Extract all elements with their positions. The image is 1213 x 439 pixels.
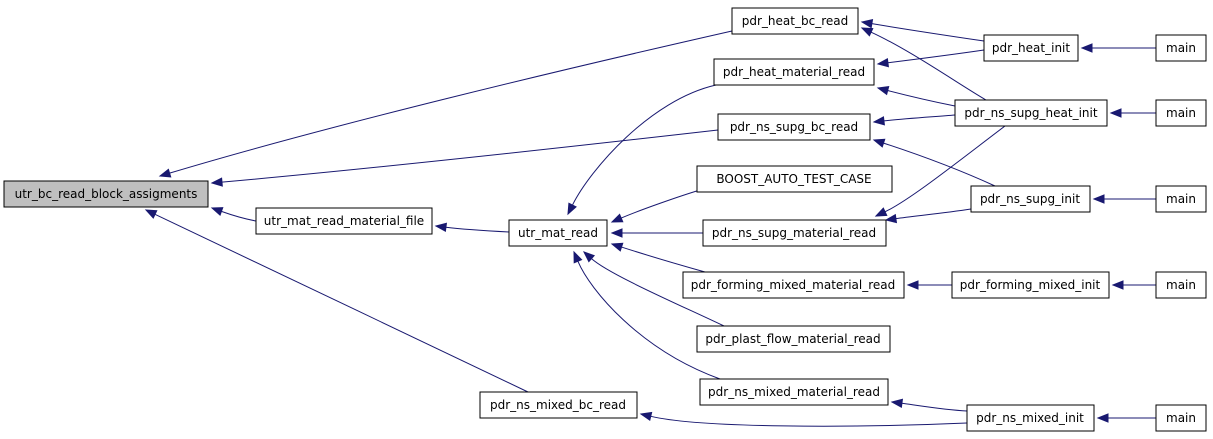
node-pdr-ns-mixed-bc-read[interactable]: pdr_ns_mixed_bc_read	[479, 391, 638, 419]
arrowhead-pdr-ns-mixed-init-to-pdr-ns-mixed-material-read	[890, 398, 904, 409]
edge-pdr-forming-mixed-material-read-to-utr-mat-read	[621, 246, 706, 273]
edge-utr-mat-read-material-file-to-root	[221, 210, 257, 222]
node-pdr-heat-bc-read[interactable]: pdr_heat_bc_read	[731, 7, 859, 35]
arrowhead-pdr-heat-init-to-pdr-heat-material-read	[876, 57, 890, 68]
svg-text:main: main	[1166, 41, 1196, 55]
edge-pdr-ns-supg-heat-init-to-pdr-ns-supg-material-read	[884, 125, 1006, 213]
arrowhead-pdr-forming-mixed-init-to-pdr-forming-mixed-material-read	[906, 280, 919, 290]
svg-text:main: main	[1166, 278, 1196, 292]
node-main-4[interactable]: main	[1155, 271, 1207, 299]
svg-text:BOOST_AUTO_TEST_CASE: BOOST_AUTO_TEST_CASE	[716, 172, 871, 186]
node-pdr-forming-mixed-init[interactable]: pdr_forming_mixed_init	[951, 271, 1110, 299]
svg-text:pdr_plast_flow_material_read: pdr_plast_flow_material_read	[705, 332, 880, 346]
arrowhead-pdr-ns-supg-bc-read-to-root	[210, 177, 223, 187]
svg-text:pdr_heat_init: pdr_heat_init	[992, 41, 1070, 55]
svg-text:pdr_ns_mixed_init: pdr_ns_mixed_init	[976, 411, 1084, 425]
arrowhead-pdr-ns-supg-heat-init-to-pdr-heat-material-read	[876, 86, 890, 96]
svg-text:pdr_ns_supg_init: pdr_ns_supg_init	[980, 192, 1080, 206]
edge-pdr-ns-mixed-bc-read-to-root	[154, 213, 529, 393]
svg-text:pdr_forming_mixed_init: pdr_forming_mixed_init	[960, 278, 1101, 292]
node-boost-auto-test-case[interactable]: BOOST_AUTO_TEST_CASE	[696, 165, 893, 193]
arrowhead-main-4-to-pdr-forming-mixed-init	[1111, 280, 1124, 290]
edge-pdr-plast-flow-material-read-to-utr-mat-read	[591, 258, 725, 327]
node-main-5[interactable]: main	[1155, 404, 1207, 432]
edge-pdr-ns-supg-init-to-pdr-ns-supg-material-read	[895, 208, 972, 220]
node-pdr-ns-supg-heat-init[interactable]: pdr_ns_supg_heat_init	[954, 99, 1108, 127]
svg-text:pdr_ns_supg_material_read: pdr_ns_supg_material_read	[712, 226, 876, 240]
node-utr-mat-read-material-file[interactable]: utr_mat_read_material_file	[255, 207, 433, 235]
arrowhead-pdr-ns-supg-heat-init-to-pdr-ns-supg-material-read	[874, 207, 888, 217]
edge-pdr-heat-bc-read-to-root	[169, 30, 733, 174]
edge-pdr-ns-supg-init-to-pdr-ns-supg-bc-read	[883, 142, 996, 187]
arrowhead-main-3-to-pdr-ns-supg-init	[1092, 194, 1105, 204]
arrowhead-pdr-ns-supg-init-to-pdr-ns-supg-material-read	[884, 213, 898, 224]
node-pdr-ns-mixed-init[interactable]: pdr_ns_mixed_init	[966, 404, 1095, 432]
arrowhead-pdr-ns-mixed-bc-read-to-root	[144, 209, 158, 219]
arrowhead-utr-mat-read-material-file-to-root	[210, 207, 224, 216]
node-main-2[interactable]: main	[1155, 99, 1207, 127]
svg-text:main: main	[1166, 411, 1196, 425]
node-pdr-forming-mixed-material-read[interactable]: pdr_forming_mixed_material_read	[682, 271, 905, 299]
edge-pdr-ns-mixed-material-read-to-utr-mat-read	[577, 261, 721, 380]
nodes: utr_bc_read_block_assigments utr_mat_rea…	[3, 7, 1207, 432]
svg-text:pdr_heat_material_read: pdr_heat_material_read	[723, 65, 865, 79]
svg-text:pdr_ns_mixed_material_read: pdr_ns_mixed_material_read	[708, 385, 880, 399]
node-pdr-plast-flow-material-read[interactable]: pdr_plast_flow_material_read	[696, 325, 891, 353]
svg-text:utr_mat_read: utr_mat_read	[518, 226, 598, 240]
arrowhead-pdr-ns-mixed-material-read-to-utr-mat-read	[573, 250, 583, 264]
edge-pdr-ns-supg-heat-init-to-pdr-ns-supg-bc-read	[883, 114, 956, 122]
arrowhead-boost-auto-test-case-to-utr-mat-read	[610, 213, 624, 223]
edge-pdr-ns-supg-bc-read-to-root	[221, 129, 719, 183]
arrowhead-pdr-ns-supg-heat-init-to-pdr-ns-supg-bc-read	[872, 116, 885, 126]
arrowhead-pdr-ns-mixed-init-to-pdr-ns-mixed-bc-read	[639, 411, 653, 422]
edge-pdr-heat-init-to-pdr-heat-bc-read	[871, 23, 985, 42]
svg-text:main: main	[1166, 106, 1196, 120]
node-pdr-heat-material-read[interactable]: pdr_heat_material_read	[713, 58, 875, 86]
arrowhead-pdr-heat-material-read-to-utr-mat-read	[567, 202, 577, 216]
edges	[144, 19, 1156, 427]
node-utr-mat-read[interactable]: utr_mat_read	[508, 219, 608, 247]
node-pdr-ns-supg-bc-read[interactable]: pdr_ns_supg_bc_read	[717, 113, 871, 141]
edge-pdr-ns-mixed-init-to-pdr-ns-mixed-bc-read	[650, 415, 968, 427]
svg-text:pdr_forming_mixed_material_rea: pdr_forming_mixed_material_read	[691, 278, 896, 292]
arrowhead-pdr-ns-supg-heat-init-to-pdr-heat-bc-read	[860, 27, 874, 37]
svg-text:pdr_ns_supg_heat_init: pdr_ns_supg_heat_init	[964, 106, 1097, 120]
svg-text:main: main	[1166, 192, 1196, 206]
svg-text:utr_bc_read_block_assigments: utr_bc_read_block_assigments	[15, 187, 198, 201]
node-pdr-ns-supg-material-read[interactable]: pdr_ns_supg_material_read	[702, 219, 887, 247]
node-pdr-heat-init[interactable]: pdr_heat_init	[983, 34, 1079, 62]
edge-pdr-ns-mixed-init-to-pdr-ns-mixed-material-read	[901, 402, 968, 412]
arrowhead-utr-mat-read-to-utr-mat-read-material-file	[434, 222, 448, 233]
edge-pdr-heat-init-to-pdr-heat-material-read	[887, 49, 985, 64]
node-main-3[interactable]: main	[1155, 185, 1207, 213]
edge-boost-auto-test-case-to-utr-mat-read	[620, 189, 701, 219]
edge-utr-mat-read-to-utr-mat-read-material-file	[445, 226, 510, 233]
svg-text:pdr_ns_supg_bc_read: pdr_ns_supg_bc_read	[730, 120, 858, 134]
arrowhead-pdr-heat-init-to-pdr-heat-bc-read	[860, 19, 874, 29]
edge-pdr-ns-supg-heat-init-to-pdr-heat-material-read	[887, 90, 956, 107]
arrowhead-pdr-heat-bc-read-to-root	[158, 168, 172, 178]
arrowhead-pdr-ns-supg-init-to-pdr-ns-supg-bc-read	[872, 138, 886, 148]
arrowhead-pdr-plast-flow-material-read-to-utr-mat-read	[582, 251, 596, 263]
svg-text:utr_mat_read_material_file: utr_mat_read_material_file	[264, 214, 424, 228]
arrowhead-main-2-to-pdr-ns-supg-heat-init	[1109, 108, 1122, 118]
edge-pdr-heat-material-read-to-utr-mat-read	[572, 84, 717, 206]
node-utr-bc-read-block-assigments[interactable]: utr_bc_read_block_assigments	[3, 180, 209, 208]
edge-pdr-ns-supg-heat-init-to-pdr-heat-bc-read	[870, 31, 987, 101]
node-pdr-ns-mixed-material-read[interactable]: pdr_ns_mixed_material_read	[699, 378, 889, 406]
arrowhead-pdr-ns-supg-material-read-to-utr-mat-read	[610, 228, 623, 238]
arrowhead-main-5-to-pdr-ns-mixed-init	[1096, 413, 1109, 423]
node-pdr-ns-supg-init[interactable]: pdr_ns_supg_init	[970, 185, 1091, 213]
arrowhead-main-1-to-pdr-heat-init	[1080, 43, 1093, 53]
node-main-1[interactable]: main	[1155, 34, 1207, 62]
arrowhead-pdr-forming-mixed-material-read-to-utr-mat-read	[610, 242, 624, 252]
svg-text:pdr_ns_mixed_bc_read: pdr_ns_mixed_bc_read	[490, 398, 626, 412]
svg-text:pdr_heat_bc_read: pdr_heat_bc_read	[742, 14, 848, 28]
